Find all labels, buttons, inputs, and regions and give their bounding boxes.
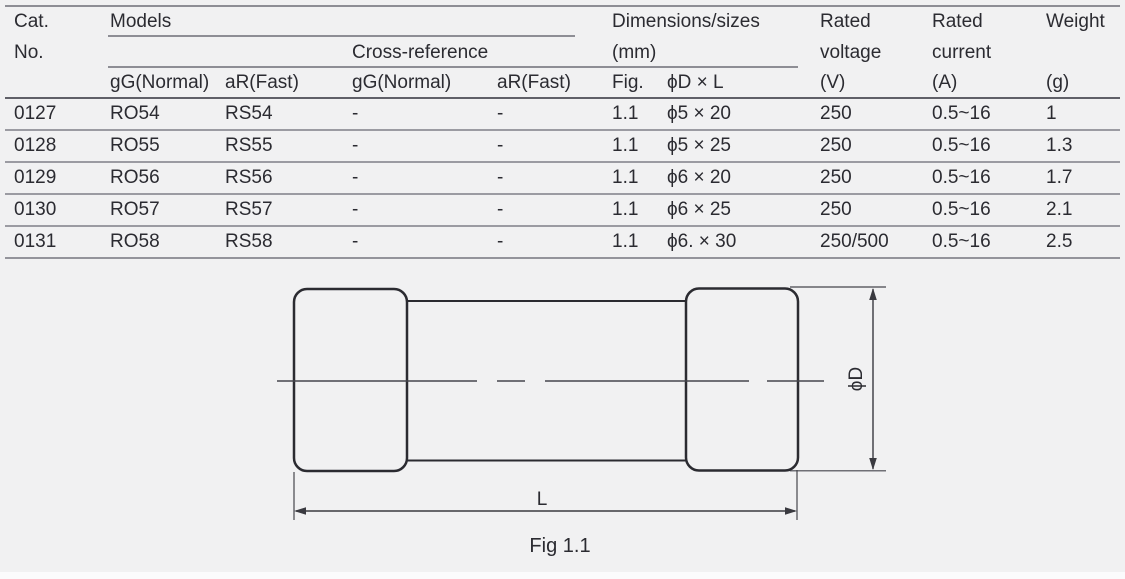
header-rated-current-line1: Rated <box>932 11 983 32</box>
header-weight-line1: Weight <box>1046 11 1105 32</box>
header-fig: Fig. <box>612 71 644 93</box>
rated-current: 0.5~16 <box>932 231 991 252</box>
table-row: 0129 RO56 RS56 - - 1.1 ϕ6 × 20 250 0.5~1… <box>5 163 1120 195</box>
header-xref-ar: aR(Fast) <box>497 71 571 93</box>
rated-current: 0.5~16 <box>932 199 991 220</box>
cat-no: 0130 <box>14 199 57 220</box>
table-row: 0130 RO57 RS57 - - 1.1 ϕ6 × 25 250 0.5~1… <box>5 195 1120 227</box>
figure-caption: Fig 1.1 <box>529 535 591 557</box>
fuse-left-cap <box>292 287 409 473</box>
xref-gg: - <box>352 199 359 220</box>
header-model-ar: aR(Fast) <box>225 71 299 93</box>
rated-voltage: 250 <box>820 103 852 124</box>
weight: 1 <box>1046 103 1057 124</box>
model-ar: RS54 <box>225 103 273 124</box>
fuse-right-cap <box>684 287 800 472</box>
diameter-label: ϕD <box>846 366 867 392</box>
rated-voltage: 250 <box>820 199 852 220</box>
model-ar: RS55 <box>225 135 273 156</box>
model-gg: RO57 <box>110 199 160 220</box>
dimensions: ϕ6 × 25 <box>667 199 731 220</box>
header-dimensions-line2: (mm) <box>612 41 657 63</box>
length-arrow-left <box>294 507 306 515</box>
cat-no: 0129 <box>14 167 57 188</box>
weight: 1.7 <box>1046 167 1073 188</box>
model-ar: RS57 <box>225 199 273 220</box>
fig-ref: 1.1 <box>612 231 639 252</box>
fig-ref: 1.1 <box>612 199 639 220</box>
rated-current: 0.5~16 <box>932 135 991 156</box>
dimensions: ϕ6 × 20 <box>667 167 731 188</box>
length-arrow-right <box>785 507 797 515</box>
model-gg: RO58 <box>110 231 160 252</box>
header-xref-gg: gG(Normal) <box>352 71 452 93</box>
models-underline <box>108 35 575 37</box>
header-dimensions-line1: Dimensions/sizes <box>612 11 760 32</box>
table-row: 0127 RO54 RS54 - - 1.1 ϕ5 × 20 250 0.5~1… <box>5 99 1120 131</box>
fig-ref: 1.1 <box>612 167 639 188</box>
weight: 2.5 <box>1046 231 1073 252</box>
xref-ar: - <box>497 103 504 124</box>
xref-ar: - <box>497 167 504 188</box>
cat-no: 0131 <box>14 231 57 252</box>
rated-voltage: 250 <box>820 135 852 156</box>
header-cat-line1: Cat. <box>14 11 49 32</box>
header-rated-voltage-line2: voltage <box>820 41 882 63</box>
model-gg: RO56 <box>110 167 160 188</box>
model-ar: RS56 <box>225 167 273 188</box>
header-row-1: Cat. Models Dimensions/sizes Rated Rated… <box>5 7 1120 37</box>
model-gg: RO55 <box>110 135 160 156</box>
rated-voltage: 250 <box>820 167 852 188</box>
header-row-3: gG(Normal) aR(Fast) gG(Normal) aR(Fast) … <box>5 68 1120 97</box>
length-label: L <box>536 489 548 510</box>
rated-voltage: 250/500 <box>820 231 889 252</box>
header-cat-line2: No. <box>14 41 44 63</box>
dimensions: ϕ6. × 30 <box>667 231 737 252</box>
diameter-arrow-up <box>869 288 877 300</box>
diameter-arrow-down <box>869 458 877 470</box>
header-cross-reference: Cross-reference <box>352 41 489 63</box>
model-gg: RO54 <box>110 103 160 124</box>
header-rated-voltage-line3: (V) <box>820 71 846 93</box>
table-row: 0131 RO58 RS58 - - 1.1 ϕ6. × 30 250/500 … <box>5 227 1120 259</box>
dimensions: ϕ5 × 20 <box>667 103 731 124</box>
xref-gg: - <box>352 231 359 252</box>
rated-current: 0.5~16 <box>932 103 991 124</box>
dimensions: ϕ5 × 25 <box>667 135 731 156</box>
header-rated-voltage-line1: Rated <box>820 11 871 32</box>
xref-ar: - <box>497 135 504 156</box>
header-weight-line2: (g) <box>1046 71 1070 93</box>
header-row-2: No. Cross-reference (mm) voltage current <box>5 37 1120 68</box>
page-bottom-edge <box>0 572 1125 579</box>
cat-no: 0127 <box>14 103 57 124</box>
header-rated-current-line3: (A) <box>932 71 958 93</box>
table-row: 0128 RO55 RS55 - - 1.1 ϕ5 × 25 250 0.5~1… <box>5 131 1120 163</box>
table-header: Cat. Models Dimensions/sizes Rated Rated… <box>5 5 1120 99</box>
header-model-gg: gG(Normal) <box>110 71 210 93</box>
header-dim: ϕD × L <box>667 71 724 93</box>
fuse-spec-table: Cat. Models Dimensions/sizes Rated Rated… <box>5 5 1120 259</box>
weight: 2.1 <box>1046 199 1073 220</box>
cat-no: 0128 <box>14 135 57 156</box>
rated-current: 0.5~16 <box>932 167 991 188</box>
xref-ar: - <box>497 231 504 252</box>
xref-ar: - <box>497 199 504 220</box>
header-models: Models <box>110 11 172 32</box>
header-rated-current-line2: current <box>932 41 992 63</box>
xref-gg: - <box>352 135 359 156</box>
xref-gg: - <box>352 167 359 188</box>
fig-ref: 1.1 <box>612 103 639 124</box>
xref-gg: - <box>352 103 359 124</box>
model-ar: RS58 <box>225 231 273 252</box>
weight: 1.3 <box>1046 135 1073 156</box>
fig-ref: 1.1 <box>612 135 639 156</box>
cross-reference-underline <box>108 66 798 68</box>
